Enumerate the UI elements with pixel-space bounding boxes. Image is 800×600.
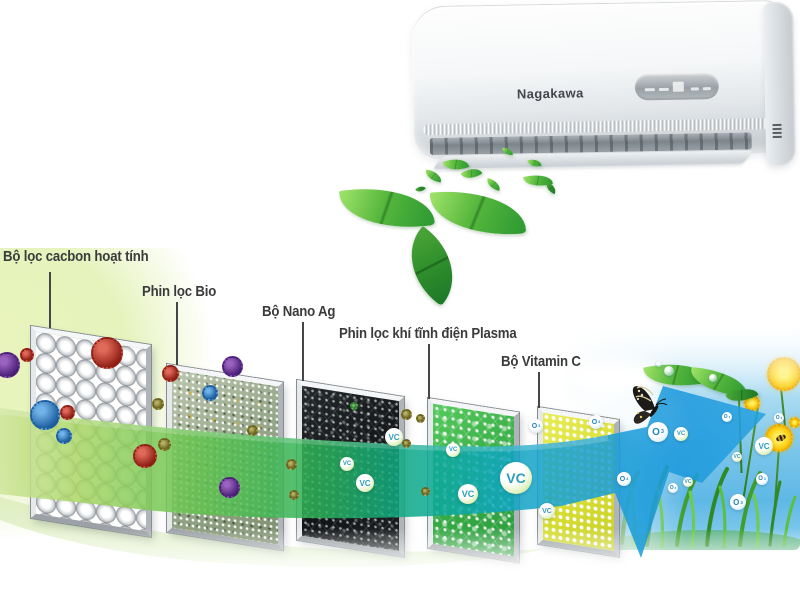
label-pointer-line (176, 302, 178, 365)
virus-particle (286, 459, 297, 470)
vitamin-c-bubble: VC (340, 457, 354, 471)
filter-label-plasma: Phin lọc khí tĩnh điện Plasma (339, 325, 517, 342)
label-pointer-line (428, 344, 430, 399)
ozone-sub: 3 (763, 477, 766, 481)
vc-label: VC (506, 470, 526, 486)
vitamin-c-bubble: VC (385, 428, 403, 446)
filter-label-nano-ag: Bộ Nano Ag (262, 303, 336, 320)
ozone-label: O (669, 485, 674, 491)
brand-logo: Nagakawa (516, 85, 584, 102)
virus-particle (158, 438, 171, 451)
vc-label: VC (684, 479, 692, 485)
virus-particle (56, 428, 72, 444)
vitamin-c-bubble: VC (356, 474, 374, 492)
ozone-label: O (775, 415, 780, 421)
vitamin-c-bubble: VC (458, 484, 478, 504)
virus-particle (421, 487, 430, 496)
virus-particle (133, 444, 157, 468)
ozone-sub: 3 (598, 420, 601, 424)
ozone-label: O (652, 426, 660, 438)
vc-label: VC (758, 441, 770, 451)
air-conditioner-unit: Nagakawa (411, 0, 797, 196)
ozone-label: O (591, 418, 598, 426)
ozone-sub: 3 (780, 416, 783, 420)
leaf (429, 187, 527, 239)
ozone-label: O (531, 422, 538, 430)
vc-label: VC (542, 507, 552, 515)
vc-label: VC (388, 432, 400, 442)
ozone-sub: 3 (740, 499, 743, 505)
virus-particle (222, 356, 243, 377)
virus-particle (20, 348, 34, 362)
ozone-label: O (619, 475, 626, 483)
white-fade (0, 528, 800, 600)
virus-particle (91, 337, 123, 369)
ac-side-panel (763, 1, 797, 167)
virus-particle (416, 414, 425, 423)
ozone-label: O (733, 497, 740, 507)
dew-drop (656, 361, 662, 367)
ozone-sub: 3 (674, 486, 677, 490)
filter-label-vitamin-c: Bộ Vitamin C (501, 353, 581, 370)
ozone-label: O (723, 414, 728, 420)
vc-label: VC (342, 461, 352, 467)
butterfly-icon (632, 386, 668, 424)
virus-particle (350, 402, 358, 410)
filter-panel-bio (167, 364, 283, 551)
virus-particle (162, 365, 179, 382)
label-pointer-line (538, 372, 540, 408)
virus-particle (247, 425, 258, 436)
ozone-sub: 3 (626, 477, 629, 481)
vitamin-c-bubble: VC (539, 503, 555, 519)
virus-particle (30, 400, 60, 430)
vc-label: VC (676, 431, 686, 437)
leaf (390, 225, 474, 307)
virus-particle (289, 490, 299, 500)
virus-particle (0, 352, 20, 378)
vitamin-c-bubble: VC (674, 427, 688, 441)
filter-label-bio: Phin lọc Bio (142, 283, 217, 300)
ozone-sub: 3 (728, 415, 731, 419)
dew-drop (709, 374, 717, 382)
vc-label: VC (461, 489, 475, 499)
virus-particle (219, 477, 240, 498)
vitamin-c-bubble: VC (446, 443, 460, 457)
filter-label-activated-carbon: Bộ lọc cacbon hoạt tính (3, 248, 149, 265)
vc-label: VC (359, 478, 371, 488)
vitamin-c-bubble: VC (500, 462, 532, 494)
virus-particle (202, 385, 218, 401)
virus-particle (402, 439, 411, 448)
bio-filter-mesh (172, 369, 278, 545)
vitamin-c-bubble: VC (683, 477, 693, 487)
ozone-sub: 3 (538, 424, 541, 428)
ozone-sub: 3 (660, 429, 664, 435)
carbon-filter-mesh (36, 331, 146, 532)
vitamin-c-bubble: VC (732, 452, 742, 462)
vc-label: VC (448, 447, 458, 453)
dew-drop (664, 366, 674, 376)
virus-particle (152, 398, 164, 410)
vitamin-c-bubble: VC (755, 437, 773, 455)
virus-particle (401, 409, 412, 420)
ozone-label: O (758, 476, 763, 482)
label-pointer-line (49, 272, 51, 328)
vc-label: VC (733, 454, 741, 460)
ac-display-panel (634, 72, 720, 101)
virus-particle (60, 405, 75, 420)
label-pointer-line (302, 322, 304, 381)
